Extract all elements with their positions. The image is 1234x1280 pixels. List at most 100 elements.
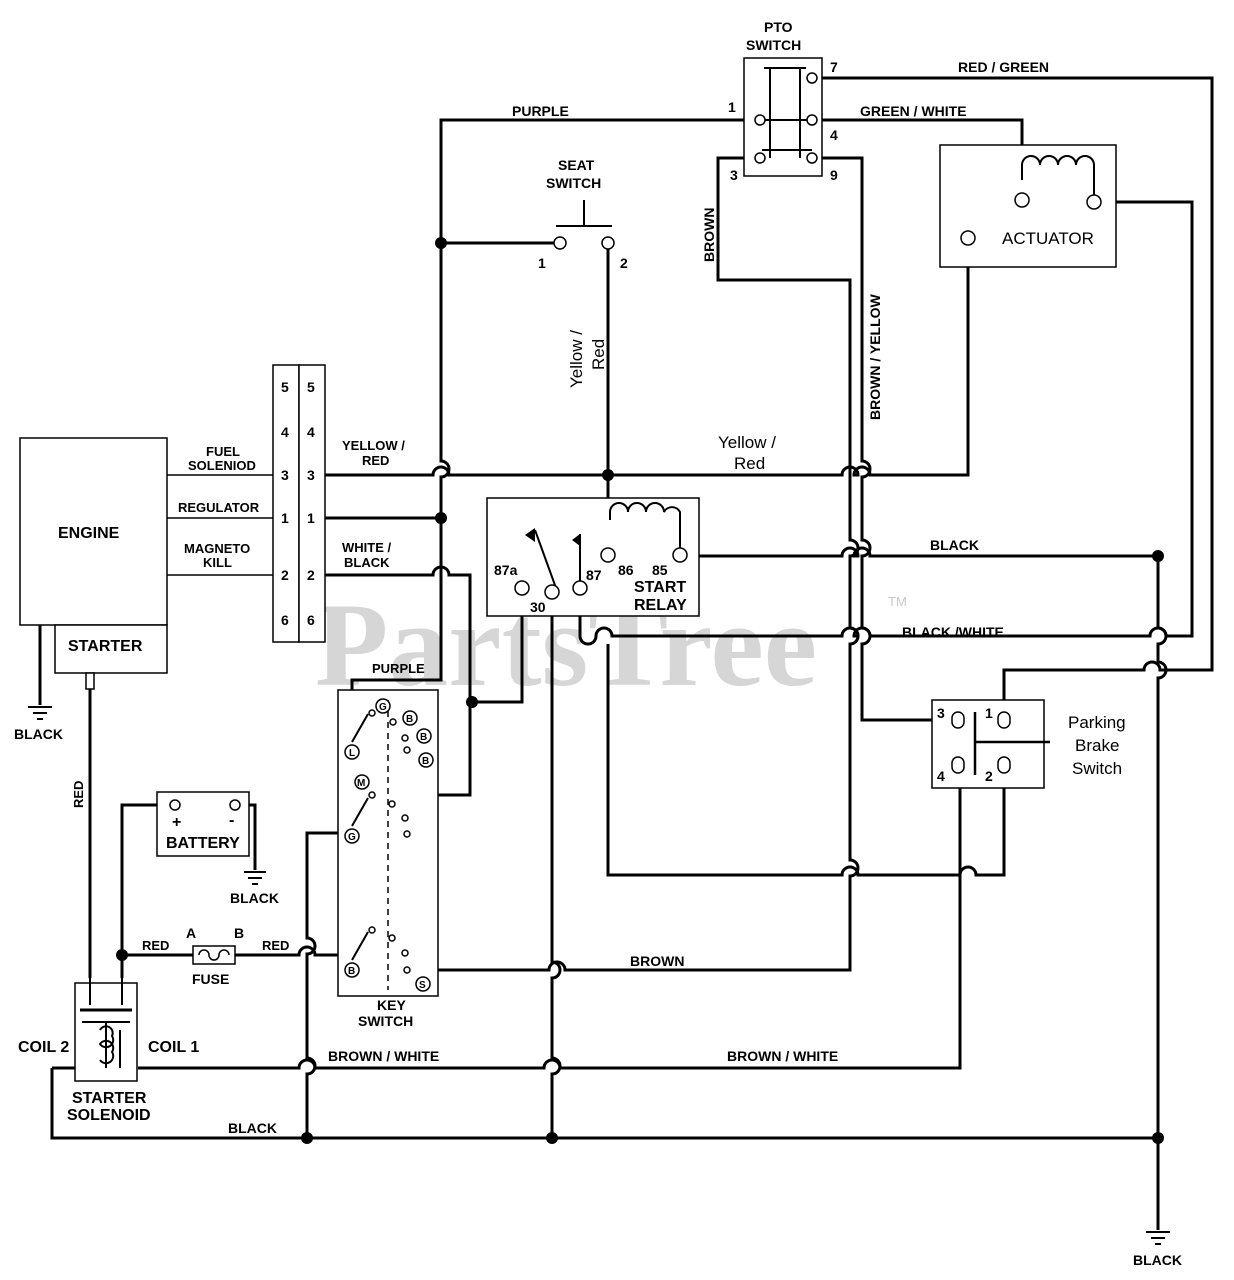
svg-text:PURPLE: PURPLE	[372, 661, 425, 676]
svg-text:1: 1	[728, 99, 736, 115]
svg-text:SOLENOID: SOLENOID	[67, 1107, 151, 1124]
actuator-label: ACTUATOR	[1002, 229, 1094, 248]
svg-text:1: 1	[538, 255, 546, 271]
svg-text:RED / GREEN: RED / GREEN	[958, 59, 1049, 75]
wire-black-relay	[680, 546, 1158, 558]
svg-text:BROWN: BROWN	[630, 953, 684, 969]
svg-text:2: 2	[307, 567, 315, 583]
svg-text:1: 1	[307, 510, 315, 526]
svg-text:RED: RED	[262, 938, 289, 953]
svg-text:3: 3	[937, 705, 945, 721]
svg-text:BLACK: BLACK	[1133, 1252, 1182, 1268]
ground-symbols	[28, 706, 1170, 1245]
svg-text:B: B	[234, 925, 244, 941]
seat-label-2: SWITCH	[546, 175, 601, 191]
wire-brown-white	[52, 875, 962, 1070]
svg-text:Yellow /: Yellow /	[567, 330, 586, 388]
svg-text:87a: 87a	[494, 562, 518, 578]
svg-text:5: 5	[307, 379, 315, 395]
svg-text:4: 4	[830, 127, 838, 143]
engine: ENGINE STARTER FUEL SOLENIOD REGULATOR M…	[19, 437, 273, 690]
svg-text:2: 2	[281, 567, 289, 583]
battery: + - BATTERY	[156, 791, 250, 857]
start-relay-label-1: START	[634, 579, 686, 596]
svg-text:4: 4	[937, 768, 945, 784]
svg-text:G: G	[379, 702, 387, 713]
wire-relay-87a	[470, 588, 524, 704]
svg-text:3: 3	[307, 467, 315, 483]
svg-text:86: 86	[618, 562, 634, 578]
svg-text:B: B	[422, 756, 429, 767]
svg-text:BROWN: BROWN	[701, 208, 717, 262]
wire-black-bottom	[50, 1068, 1158, 1140]
pto-switch: PTO SWITCH 1 7 4 3 9	[728, 19, 838, 183]
starter-solenoid: COIL 2 COIL 1 STARTER SOLENOID	[18, 978, 199, 1124]
ground-battery	[244, 871, 266, 885]
parking-brake-label-2: Brake	[1075, 736, 1119, 755]
fuel-solenoid-label-1: FUEL	[206, 444, 240, 459]
svg-text:GREEN / WHITE: GREEN / WHITE	[860, 103, 967, 119]
wire-black-right-vert	[1156, 556, 1168, 1230]
key-switch-label-1: KEY	[377, 997, 406, 1013]
svg-text:5: 5	[281, 379, 289, 395]
key-switch-label-2: SWITCH	[358, 1013, 413, 1029]
svg-text:BROWN / YELLOW: BROWN / YELLOW	[867, 293, 883, 420]
svg-text:85: 85	[652, 562, 668, 578]
engine-label: ENGINE	[58, 525, 120, 542]
svg-text:-: -	[229, 812, 234, 829]
start-relay: 87a 30 87 86 85 START RELAY	[486, 497, 700, 617]
pto-label-2: SWITCH	[746, 37, 801, 53]
svg-text:3: 3	[281, 467, 289, 483]
parking-brake-label-3: Switch	[1072, 759, 1122, 778]
battery-label: BATTERY	[166, 835, 240, 852]
ground-engine	[28, 706, 52, 720]
svg-text:STARTER: STARTER	[72, 1090, 147, 1107]
svg-text:RED: RED	[71, 781, 86, 808]
starter-label: STARTER	[68, 638, 143, 655]
svg-text:RED: RED	[362, 453, 389, 468]
svg-text:BLACK: BLACK	[14, 726, 63, 742]
svg-text:87: 87	[586, 567, 602, 583]
svg-text:7: 7	[830, 59, 838, 75]
svg-text:RED: RED	[142, 938, 169, 953]
watermark-tm: TM	[888, 594, 907, 609]
svg-text:6: 6	[281, 612, 289, 628]
wire-purple-vertical	[439, 243, 451, 640]
svg-text:L: L	[349, 748, 355, 759]
start-relay-label-2: RELAY	[634, 597, 687, 614]
svg-text:2: 2	[985, 768, 993, 784]
svg-text:3: 3	[730, 167, 738, 183]
wire-labels: PURPLE RED / GREEN GREEN / WHITE BROWN B…	[14, 59, 1182, 1268]
seat-label-1: SEAT	[558, 157, 595, 173]
svg-text:COIL 1: COIL 1	[148, 1039, 199, 1056]
actuator: ACTUATOR	[939, 144, 1117, 268]
svg-text:4: 4	[281, 424, 289, 440]
parking-brake-switch: 3 1 4 2 Parking Brake Switch	[931, 699, 1126, 789]
svg-text:Red: Red	[734, 454, 765, 473]
svg-text:BLACK: BLACK	[230, 890, 279, 906]
svg-text:BLACK: BLACK	[930, 537, 979, 553]
ground-bottom-right	[1146, 1231, 1170, 1245]
connector-block: 5 4 3 1 2 6 5 4 3 1 2 6	[272, 364, 326, 643]
parking-brake-label-1: Parking	[1068, 713, 1126, 732]
svg-text:COIL 2: COIL 2	[18, 1039, 69, 1056]
svg-text:BLACK: BLACK	[344, 555, 390, 570]
svg-text:Red: Red	[589, 339, 608, 370]
wire-red-green	[818, 76, 1214, 718]
svg-text:30: 30	[530, 599, 546, 615]
svg-text:PURPLE: PURPLE	[512, 103, 569, 119]
wire-purple-top	[439, 118, 756, 243]
svg-text:BROWN / WHITE: BROWN / WHITE	[727, 1048, 838, 1064]
wire-white-black	[325, 565, 472, 702]
svg-text:B: B	[406, 714, 413, 725]
svg-text:G: G	[348, 832, 356, 843]
svg-text:M: M	[357, 778, 365, 789]
svg-text:BLACK /WHITE: BLACK /WHITE	[902, 624, 1004, 640]
svg-text:B: B	[420, 732, 427, 743]
wire-relay-30	[550, 592, 562, 1138]
seat-switch: SEAT SWITCH 1 2	[538, 157, 628, 271]
svg-text:6: 6	[307, 612, 315, 628]
svg-text:B: B	[348, 966, 355, 977]
